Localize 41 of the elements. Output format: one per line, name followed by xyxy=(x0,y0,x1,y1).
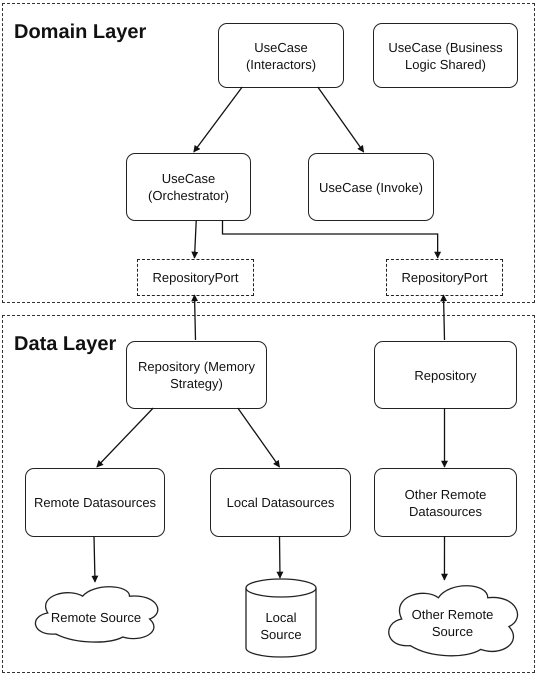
arrow xyxy=(96,408,154,468)
arrow xyxy=(440,294,448,340)
node-label: Local Datasources xyxy=(226,494,334,511)
layer-panel xyxy=(2,3,535,303)
node-label: Other Remote Datasources xyxy=(404,486,488,520)
layer-panel xyxy=(2,315,535,673)
arrow xyxy=(222,220,442,259)
node-label: RepositoryPort xyxy=(152,269,238,286)
node-label: Remote Source xyxy=(50,608,142,626)
node-label: Other Remote Source xyxy=(410,606,494,640)
node-label: UseCase (Interactors) xyxy=(244,38,318,72)
arrow xyxy=(191,220,198,259)
process-box xyxy=(373,23,518,88)
arrow xyxy=(91,536,98,583)
port-box xyxy=(386,259,503,296)
process-box xyxy=(218,23,344,88)
process-box xyxy=(210,468,351,537)
arrow xyxy=(193,86,243,153)
process-box xyxy=(374,341,517,409)
node-label: Remote Datasources xyxy=(34,494,156,511)
node-label: Repository (Memory Strategy) xyxy=(136,358,256,392)
node-label: Local Source xyxy=(259,609,303,643)
node-label: UseCase (Invoke) xyxy=(318,178,424,196)
node-label: UseCase (Orchestrator) xyxy=(147,170,230,204)
process-box xyxy=(374,468,517,537)
node-label: UseCase (Business Logic Shared) xyxy=(387,38,504,72)
arrow xyxy=(440,536,448,581)
arrow xyxy=(317,86,364,153)
arrow xyxy=(276,536,284,579)
node-label: RepositoryPort xyxy=(402,269,488,286)
layer-heading: Domain Layer xyxy=(14,20,146,44)
arrow xyxy=(237,408,280,468)
arrow xyxy=(441,408,448,468)
layer-heading: Data Layer xyxy=(14,332,116,356)
process-box xyxy=(126,341,267,409)
node-label: Repository xyxy=(414,366,477,384)
process-box xyxy=(308,153,434,221)
port-box xyxy=(137,259,254,296)
process-box xyxy=(126,153,251,221)
process-box xyxy=(25,468,165,537)
arrow xyxy=(191,294,198,340)
